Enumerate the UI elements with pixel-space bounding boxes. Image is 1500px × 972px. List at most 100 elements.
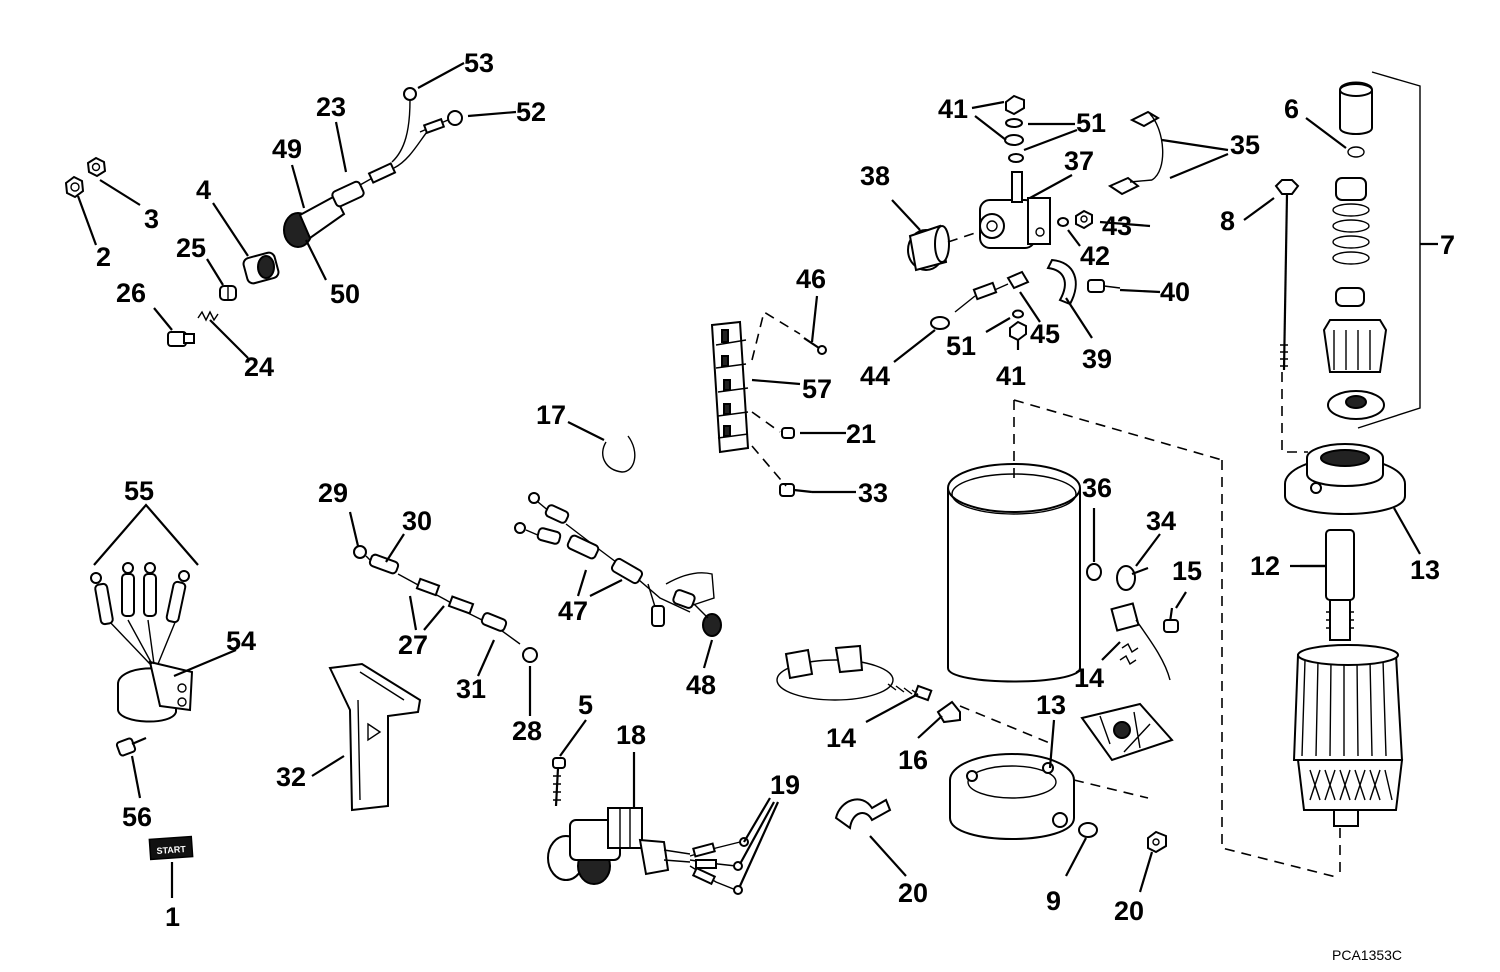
callout-4: 4 [196,175,211,205]
screw-part-33 [779,483,813,497]
callout-20-nut: 20 [1114,896,1144,926]
lead-part-44-45 [930,270,1030,330]
callout-44: 44 [860,361,890,391]
callout-27: 27 [398,630,428,660]
callout-13-drive: 13 [1410,555,1440,585]
callout-6: 6 [1284,94,1299,124]
nut-washer-stack-part-41-51 [1004,94,1025,163]
callout-21: 21 [846,419,876,449]
callout-36: 36 [1082,473,1112,503]
relay-leads-part-55 [90,562,190,665]
handle-part-32 [328,662,422,812]
screw-part-15 [1163,607,1179,633]
start-decal-part-1: START [148,835,194,861]
screw-part-40 [1087,279,1121,293]
callout-2: 2 [96,242,111,272]
washer-part-42 [1057,217,1069,227]
screw-part-56 [115,736,147,757]
callout-20-clamp: 20 [898,878,928,908]
lockwasher-part-3 [86,156,107,178]
callout-49: 49 [272,134,302,164]
pin-part-25 [219,285,237,301]
leader-lines [76,62,1438,898]
callout-29: 29 [318,478,348,508]
brush-part-14-right [1110,602,1171,681]
callout-labels: 53 52 23 49 50 4 3 2 25 26 24 41 51 37 3… [96,48,1455,932]
commutator-end-cap-part-13 [949,705,1149,840]
clip-part-16 [936,700,961,724]
callout-5: 5 [578,690,593,720]
brush-plate-part-13 [1080,702,1174,762]
drive-bushing-part-38 [907,224,950,272]
armature-dash-lines [1221,460,1341,879]
callout-16: 16 [898,745,928,775]
nut-part-20 [1147,830,1167,854]
bracket-line-part-7 [1357,71,1421,429]
harness-part-47-48 [514,492,722,637]
callout-30: 30 [402,506,432,536]
callout-1: 1 [165,902,180,932]
callout-12: 12 [1250,551,1280,581]
spring-part-24 [197,310,219,322]
callout-51-bottom: 51 [946,331,976,361]
callout-15: 15 [1172,556,1202,586]
washer-part-51 [1012,309,1024,319]
callout-40: 40 [1160,277,1190,307]
screw-part-34 [1116,565,1149,591]
brush-set-part-14 [776,644,933,702]
nut-part-2 [64,175,85,199]
callout-50: 50 [330,279,360,309]
screw-part-26 [167,331,195,347]
tie-strap-part-17 [602,435,636,473]
callout-26: 26 [116,278,146,308]
callout-39: 39 [1082,344,1112,374]
callout-13-commutator: 13 [1036,690,1066,720]
callout-52: 52 [516,97,546,127]
start-decal-text: START [156,844,186,856]
bolt-dash-line [1281,372,1308,453]
callout-57: 57 [802,374,832,404]
callout-51-top: 51 [1076,108,1106,138]
frame-dash-lines [1013,399,1223,478]
nut-part-43 [1075,209,1093,230]
callout-33: 33 [858,478,888,508]
callout-37: 37 [1064,146,1094,176]
relay-part-54 [117,660,194,723]
armature-part-12 [1292,529,1404,827]
callout-28: 28 [512,716,542,746]
callout-41-top: 41 [938,94,968,124]
terminal-block-part-57 [710,310,801,454]
clamp-part-39 [1046,258,1077,306]
callout-34: 34 [1146,506,1176,536]
through-bolt-part-8 [1274,179,1300,371]
callout-53: 53 [464,48,494,78]
washer-part-36 [1086,563,1102,581]
leads-part-19 [689,837,749,895]
callout-24: 24 [244,352,274,382]
screw-part-21 [781,427,795,439]
key-switch-part-49 [283,87,463,248]
callout-42: 42 [1080,241,1110,271]
battery-cable-part-35 [1107,110,1164,196]
callout-35: 35 [1230,130,1260,160]
callout-14-left: 14 [826,723,856,753]
callout-31: 31 [456,674,486,704]
callout-8: 8 [1220,206,1235,236]
callout-41-bottom: 41 [996,361,1026,391]
cable-clamp-part-20 [834,798,892,830]
bushing-part-4 [242,251,280,285]
screw-part-5 [552,757,566,807]
drive-end-cap-part-13 [1284,443,1406,515]
callout-45: 45 [1030,319,1060,349]
callout-7: 7 [1440,230,1455,260]
drive-spring-stack [1322,177,1388,420]
callout-14-right: 14 [1074,663,1104,693]
nut-part-41 [1009,320,1027,342]
callout-23: 23 [316,92,346,122]
callout-56: 56 [122,802,152,832]
callout-48: 48 [686,670,716,700]
diagram-code: PCA1353C [1332,947,1402,963]
callout-18: 18 [616,720,646,750]
